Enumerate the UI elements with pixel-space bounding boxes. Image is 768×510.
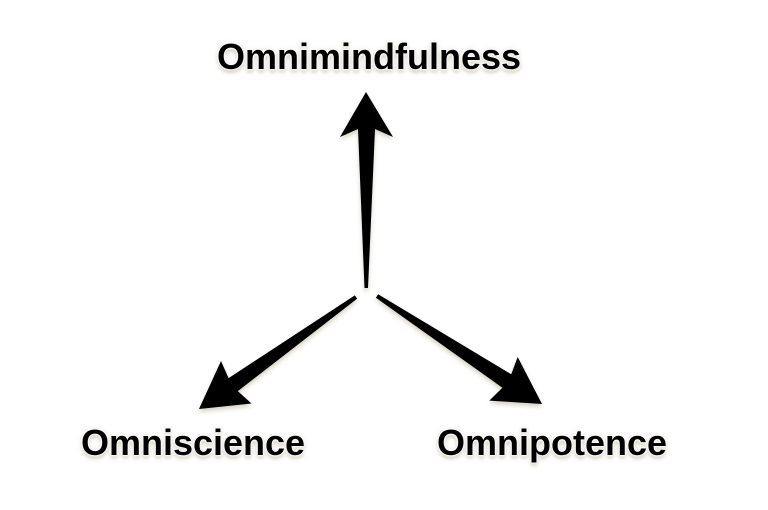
arrow-down-right-icon bbox=[375, 294, 542, 404]
arrow-up-icon bbox=[340, 92, 393, 288]
arrow-down-left-icon bbox=[199, 295, 358, 409]
node-label-omnipotence: Omnipotence bbox=[436, 422, 668, 463]
node-label-omnimindfulness: Omnimindfulness bbox=[216, 36, 522, 77]
node-label-omniscience: Omniscience bbox=[80, 422, 306, 463]
